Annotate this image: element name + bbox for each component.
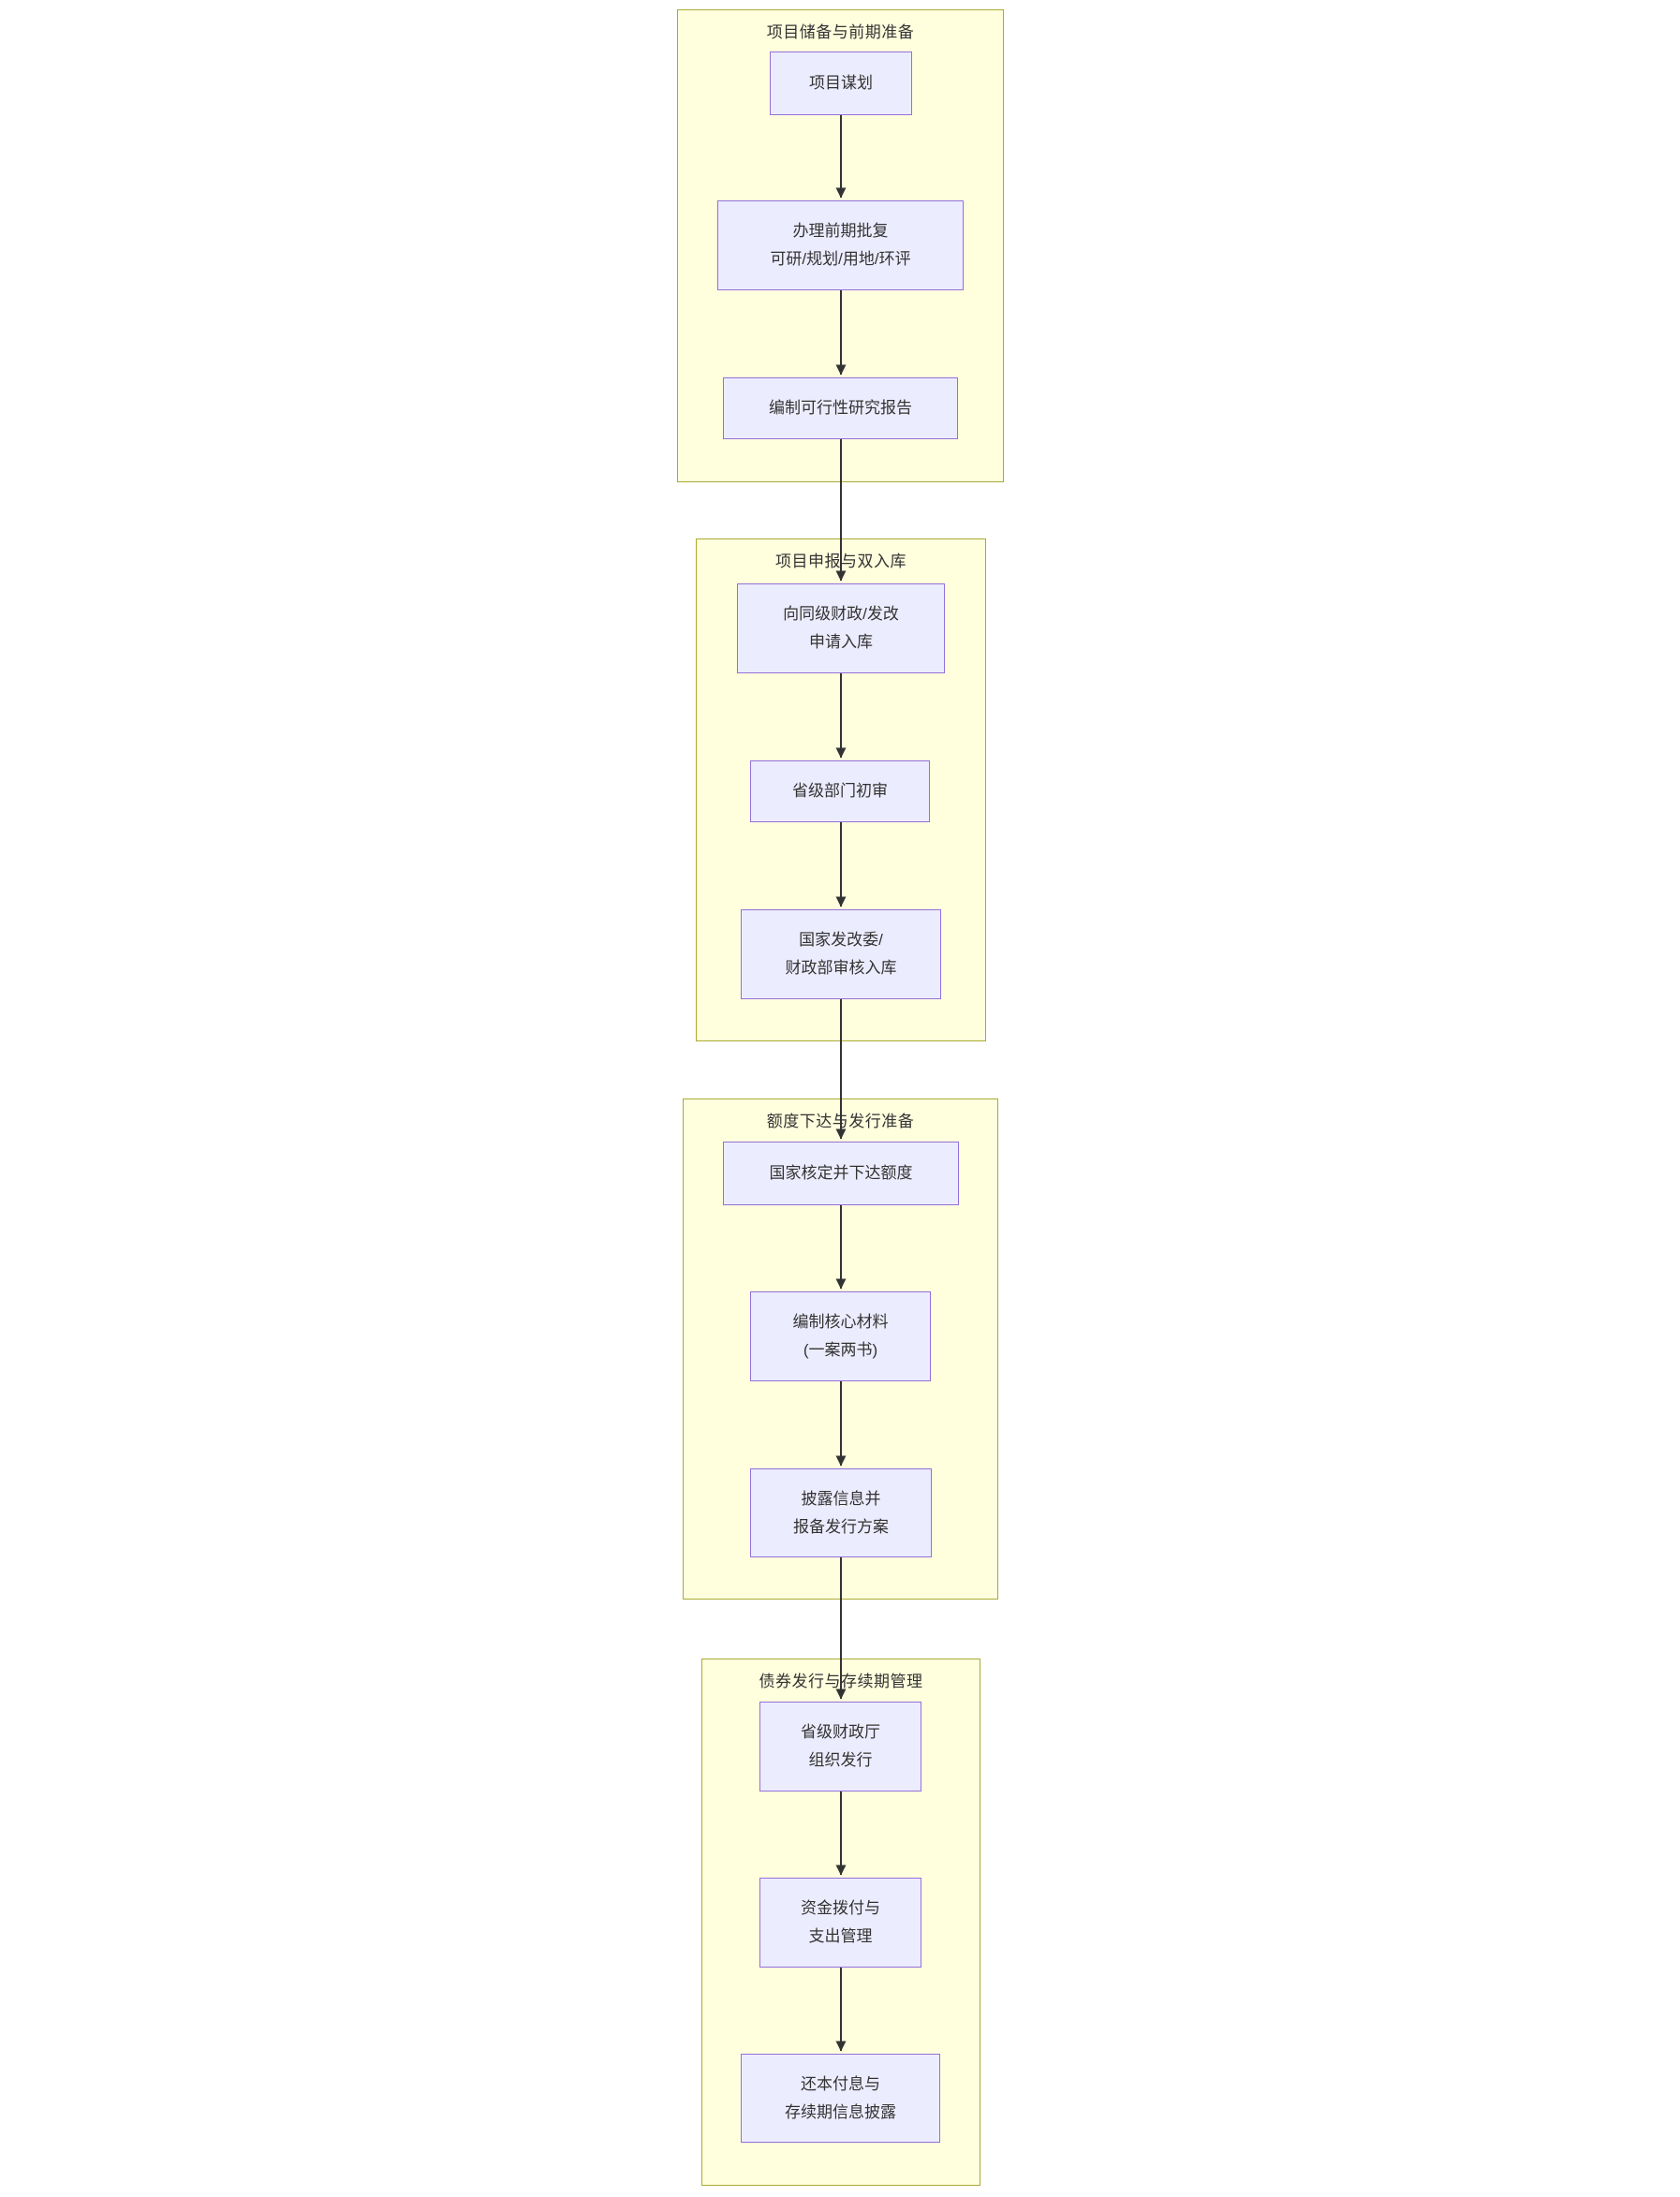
node-fund-allocation: 资金拨付与 支出管理 <box>759 1878 921 1968</box>
node-feasibility-report: 编制可行性研究报告 <box>723 377 958 439</box>
node-apply-warehouse-entry: 向同级财政/发改 申请入库 <box>737 583 945 673</box>
node-disclosure-filing: 披露信息并 报备发行方案 <box>750 1468 932 1557</box>
node-national-review-entry: 国家发改委/ 财政部审核入库 <box>741 909 941 999</box>
node-preliminary-approvals: 办理前期批复 可研/规划/用地/环评 <box>717 200 964 290</box>
node-repayment-disclosure: 还本付息与 存续期信息披露 <box>741 2054 940 2143</box>
cluster-title: 额度下达与发行准备 <box>766 1113 915 1130</box>
cluster-title: 项目申报与双入库 <box>775 553 906 570</box>
node-quota-assignment: 国家核定并下达额度 <box>723 1142 959 1205</box>
cluster-title: 项目储备与前期准备 <box>766 23 915 41</box>
node-project-planning: 项目谋划 <box>770 52 912 115</box>
node-provincial-initial-review: 省级部门初审 <box>750 760 930 822</box>
cluster-title: 债券发行与存续期管理 <box>759 1673 923 1690</box>
node-core-materials: 编制核心材料 (一案两书) <box>750 1291 931 1381</box>
node-provincial-issuance: 省级财政厅 组织发行 <box>759 1702 921 1792</box>
